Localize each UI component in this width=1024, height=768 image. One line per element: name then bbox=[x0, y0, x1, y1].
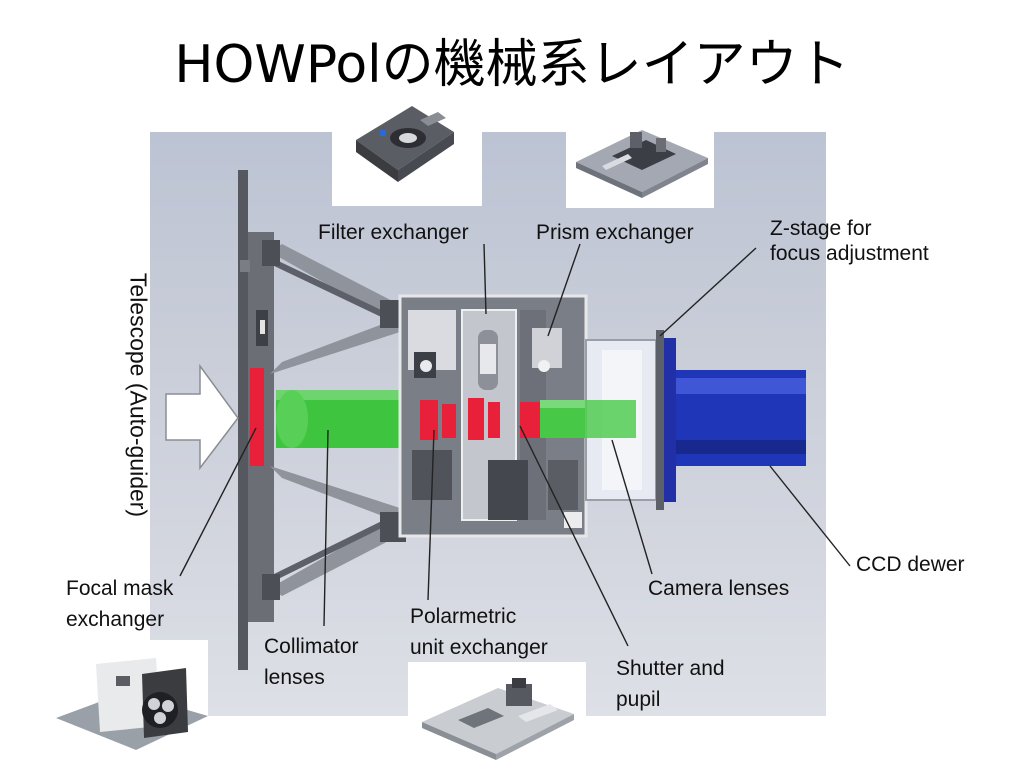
leader-shutter bbox=[519, 425, 629, 647]
polarmetric-lens-1 bbox=[420, 400, 438, 440]
prism-exchanger-thumbnail bbox=[576, 130, 708, 198]
strut-upper-mid bbox=[270, 316, 404, 374]
leader-collimator bbox=[323, 429, 329, 627]
focal-mask-exchanger-thumbnail bbox=[56, 658, 208, 750]
polarmetric-lens-2 bbox=[442, 404, 456, 438]
label-filter-exchanger: Filter exchanger bbox=[318, 221, 469, 244]
filter-exchanger-thumbnail bbox=[356, 106, 454, 182]
label-ccd-dewer: CCD dewer bbox=[856, 553, 965, 576]
label-z-stage: Z-stage for focus adjustment bbox=[770, 217, 929, 265]
label-focal-mask-exchanger: Focal mask exchanger bbox=[66, 577, 174, 631]
leader-focal-mask bbox=[179, 427, 257, 577]
polarmetric-lens-3 bbox=[468, 398, 484, 440]
leader-ccd-dewer bbox=[769, 465, 851, 567]
leader-filter-exchanger bbox=[483, 243, 487, 315]
label-prism-exchanger: Prism exchanger bbox=[536, 221, 694, 244]
strut-lower bbox=[270, 518, 402, 596]
polarmetric-lens-5 bbox=[520, 402, 540, 438]
polarmetric-exchanger-thumbnail bbox=[422, 678, 574, 760]
label-camera-lenses: Camera lenses bbox=[648, 577, 790, 600]
strut-lower-mid bbox=[270, 466, 404, 524]
telescope-flange-plate bbox=[238, 170, 248, 670]
leader-zstage bbox=[659, 247, 757, 337]
slide-title: HOWPolの機械系レイアウト bbox=[174, 35, 850, 95]
label-polarmetric-unit-exchanger: Polarmetric unit exchanger bbox=[410, 605, 548, 659]
telescope-input-arrow bbox=[165, 363, 239, 471]
polarmetric-lens-4 bbox=[488, 402, 500, 438]
label-collimator-lenses: Collimator lenses bbox=[264, 635, 359, 689]
label-shutter-and-pupil: Shutter and pupil bbox=[616, 657, 725, 711]
telescope-auto-guider-label: Telescope (Auto-guider) bbox=[125, 272, 152, 518]
leader-prism-exchanger bbox=[547, 243, 581, 337]
leader-camera-lenses bbox=[611, 439, 653, 575]
z-stage bbox=[656, 330, 664, 510]
focal-mask-red bbox=[250, 368, 264, 466]
leader-polarmetric bbox=[427, 429, 435, 601]
strut-upper bbox=[270, 244, 402, 322]
